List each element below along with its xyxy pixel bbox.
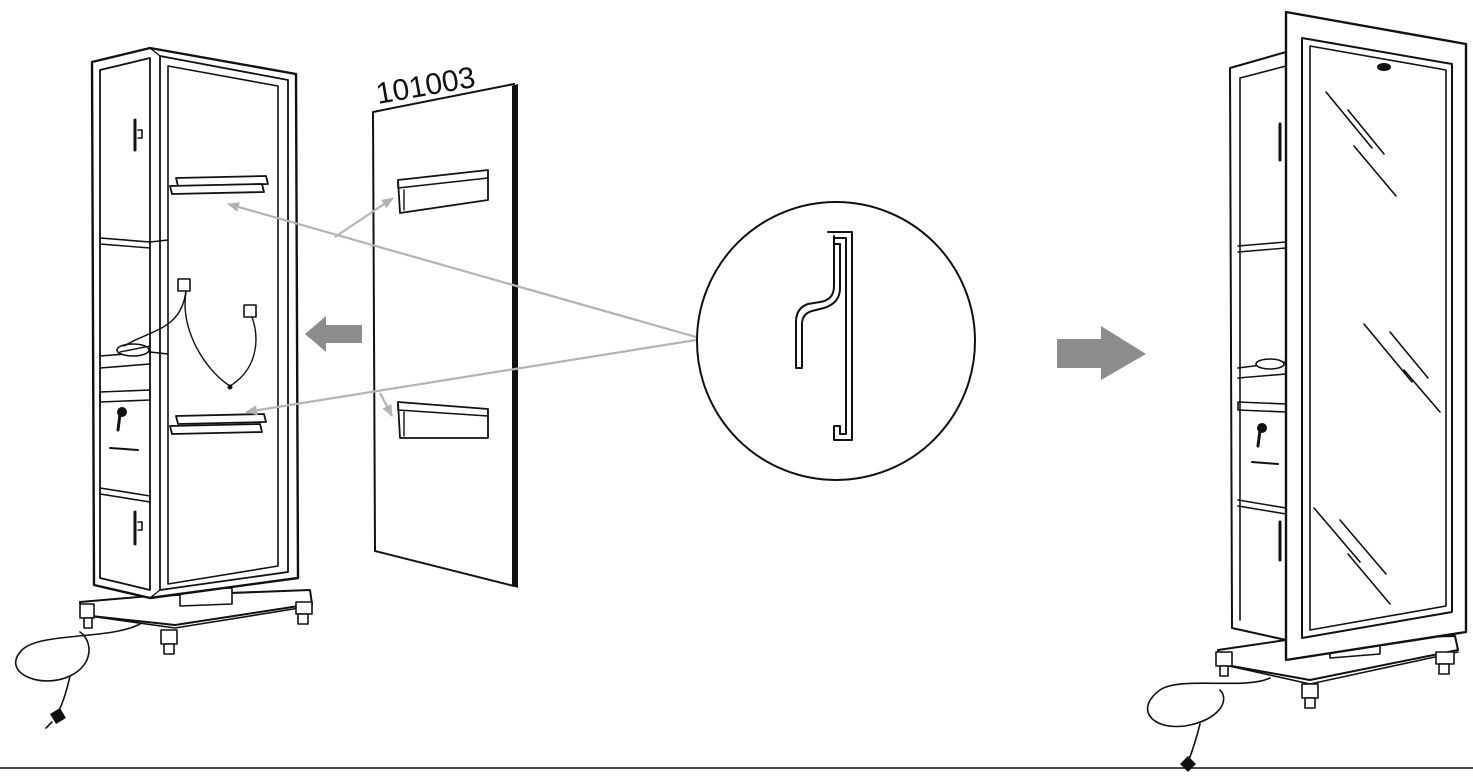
mirror-panel bbox=[1284, 10, 1468, 662]
leader-to-cabinet-bottom bbox=[245, 338, 697, 416]
direction-arrow-right bbox=[1057, 326, 1146, 380]
direction-arrow-icon bbox=[305, 316, 362, 352]
cabinet-left-base bbox=[79, 587, 313, 655]
panel-rail-top bbox=[397, 169, 489, 214]
lock-icon bbox=[116, 407, 127, 432]
cabinet-left bbox=[14, 46, 313, 729]
panel-101003: 101003 bbox=[372, 61, 518, 588]
cabinet-left-handles bbox=[109, 118, 143, 546]
power-plug-icon bbox=[45, 708, 66, 729]
power-cord-right bbox=[1146, 677, 1271, 772]
leader-to-panel-top bbox=[334, 197, 394, 238]
leader-to-cabinet-top bbox=[227, 202, 697, 339]
cabinet-left-compartments bbox=[99, 237, 169, 503]
cabinet-bracket-bottom bbox=[169, 413, 267, 435]
panel-rail-bottom bbox=[397, 401, 489, 439]
cabinet-right bbox=[1146, 10, 1468, 772]
cabinet-bracket-top bbox=[169, 175, 269, 195]
cabinet-left-frame bbox=[90, 46, 300, 600]
wiring-harness bbox=[123, 278, 257, 390]
mirror-sensor bbox=[1377, 63, 1391, 71]
cabinet-right-body bbox=[1229, 51, 1287, 641]
leader-lines bbox=[227, 197, 697, 417]
leader-to-panel-bottom bbox=[379, 392, 393, 417]
hook-profile bbox=[795, 231, 853, 441]
power-cord-left bbox=[14, 623, 141, 717]
detail-circle-hook-profile bbox=[696, 201, 976, 481]
